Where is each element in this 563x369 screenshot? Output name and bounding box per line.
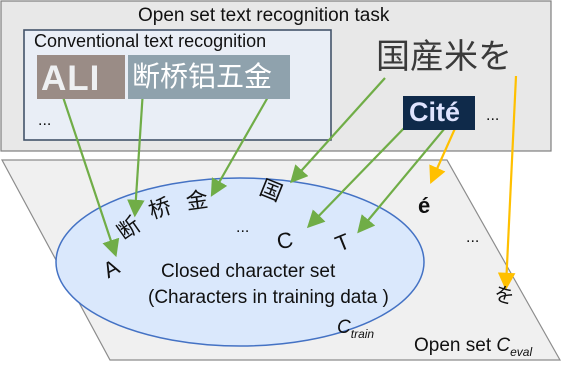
samples-ellipsis: ...	[486, 107, 500, 124]
sample-chinese-image: 断桥铝五金	[128, 55, 290, 99]
char-e-accent: é	[418, 193, 431, 218]
c-train-symbol: C	[337, 317, 351, 338]
open-set-ellipsis: ...	[466, 229, 480, 246]
open-set-label: Open set Ceval	[414, 336, 532, 358]
c-eval-symbol: C	[496, 335, 511, 356]
arrow-ali-to-a	[58, 87, 120, 258]
arrow-c	[306, 121, 411, 229]
c-eval-subscript: eval	[510, 344, 533, 359]
sample-cite-text: Cité	[409, 97, 461, 127]
closed-set-ellipsis: ...	[236, 219, 250, 236]
sample-ali-image: ALI	[37, 55, 125, 99]
closed-set-ellipse	[55, 177, 425, 347]
arrow-jin	[210, 89, 273, 197]
open-set-label-text: Open set	[414, 335, 492, 356]
conventional-title: Conventional text recognition	[34, 31, 267, 51]
sample-ali-text: ALI	[41, 59, 101, 98]
sample-chinese-text: 断桥铝五金	[132, 61, 273, 92]
c-train-label: Ctrain	[337, 318, 374, 340]
char-jin: 金	[184, 186, 210, 215]
sample-cite-image: Cité	[403, 96, 475, 130]
sample-japanese-text: 国産米を	[376, 38, 512, 76]
closed-set-line1: Closed character set	[161, 261, 336, 282]
arrow-guo	[290, 77, 386, 184]
task-title: Open set text recognition task	[138, 5, 390, 26]
closed-set-line2: (Characters in training data )	[148, 287, 389, 308]
arrow-wo	[497, 75, 518, 291]
conventional-ellipsis: ...	[38, 112, 52, 129]
arrow-t	[357, 121, 451, 234]
arrow-e-accent	[429, 123, 459, 185]
c-train-subscript: train	[350, 326, 375, 341]
arrow-duan	[127, 89, 145, 218]
